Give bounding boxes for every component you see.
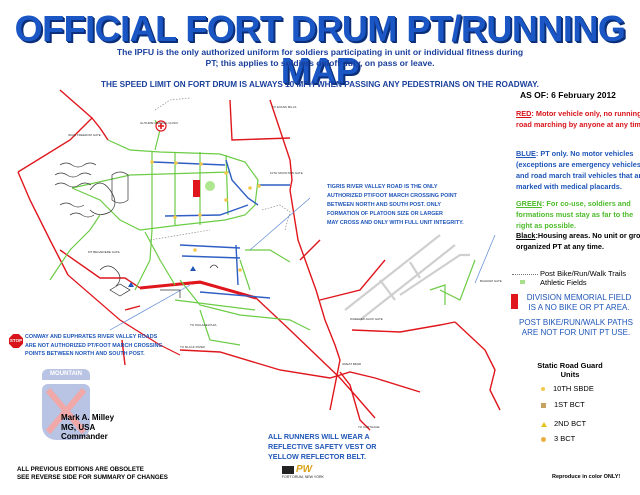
memorial-field-swatch (511, 294, 518, 309)
legend-green-key: GREEN (516, 199, 542, 208)
reflective-vest-note: ALL RUNNERS WILL WEAR A REFLECTIVE SAFET… (268, 432, 377, 462)
red-roads (17, 89, 501, 431)
legend-blue-text: : PT only. No motor vehicles (exceptions… (516, 149, 640, 191)
legend-green: GREEN: For co-use, soldiers and formatio… (516, 198, 640, 231)
tigris-line: BETWEEN NORTH AND SOUTH POST. ONLY (327, 202, 442, 208)
uniform-notice-line1: The IPFU is the only authorized uniform … (116, 47, 524, 57)
tigris-line: AUTHORIZED PT/FOOT MARCH CROSSING POINT (327, 193, 457, 199)
road-guard-label: 3 BCT (554, 434, 576, 443)
road-guard-label: 1ST BCT (554, 400, 585, 409)
reproduce-notice: Reproduce in color ONLY! (552, 474, 621, 480)
bagram-gate-label: BAGRAM GATE (480, 279, 502, 283)
star-icon (541, 387, 545, 392)
tigris-line: FORMATION OF PLATOON SIZE OR LARGER (327, 211, 443, 217)
legend-blue: BLUE: PT only. No motor vehicles (except… (516, 148, 640, 192)
legend-red-text: : Motor vehicle only, no running or road… (516, 109, 640, 129)
mountain-tab: MOUNTAIN (42, 369, 90, 380)
to-philadelphia-label: TO PHILADELPHIA (190, 323, 216, 327)
athletic-field-swatch (520, 280, 525, 284)
conway-line: ARE NOT AUTHORIZED PT/FOOT MARCH CROSSIN… (25, 342, 163, 349)
pw-logo: PW FORT DRUM, NEW YORK (282, 464, 348, 479)
division-memorial-field (193, 180, 200, 197)
iraqi-freedom-gate-label: IRAQI FREEDOM GATE (68, 133, 101, 137)
circle-icon (541, 436, 546, 442)
road-guard-label: 2ND BCT (554, 419, 587, 428)
footer-line2: SEE REVERSE SIDE FOR SUMMARY OF CHANGES (17, 474, 168, 481)
road-guard-markers (150, 160, 261, 272)
paths-line: POST BIKE/RUN/WALK PATHS (519, 318, 633, 327)
conway-line: CONWAY AND EUPHRATES RIVER VALLEY ROADS (25, 334, 158, 340)
athletic-field-label: Athletic Fields (540, 278, 587, 287)
tenth-mountain-gate-label: 10TH MOUNTAIN GATE (270, 171, 303, 175)
as-of-date: AS OF: 6 February 2012 (520, 90, 616, 100)
paths-line: ARE NOT FOR UNIT PT USE. (521, 328, 631, 337)
conway-line: POINTS BETWEEN NORTH AND SOUTH POST. (25, 351, 145, 357)
medical-clinic-icon (155, 120, 167, 132)
tigris-line: MAY CROSS AND ONLY WITH FULL UNIT INTEGR… (327, 220, 464, 226)
legend-green-text: : For co-use, soldiers and formations mu… (516, 199, 634, 230)
trail-legend-line (512, 274, 538, 275)
road-guard-title-line: Units (560, 370, 580, 379)
road-guard-10th: 10TH SBDE (541, 384, 594, 393)
commander-rank: MG, USA (61, 422, 96, 432)
blue-roads (152, 159, 290, 299)
conway-crossing-note: CONWAY AND EUPHRATES RIVER VALLEY ROADS … (25, 333, 163, 359)
road-guard-3bct: 3 BCT (541, 434, 575, 443)
runners-line: REFLECTIVE SAFETY VEST OR (268, 442, 377, 451)
logo-mark-icon (282, 466, 294, 474)
runners-line: YELLOW REFLECTOR BELT. (268, 452, 366, 461)
legend-black-text: :Housing areas. No unit or group organiz… (516, 231, 640, 251)
memorial-line: IS A NO BIKE OR PT AREA. (528, 303, 630, 312)
tigris-crossing-note: TIGRIS RIVER VALLEY ROAD IS THE ONLY AUT… (327, 183, 464, 228)
to-evans-mills-label: TO EVANS MILLS (272, 105, 296, 109)
page-title: OFFICIAL FORT DRUM PT/RUNNING MAP (14, 8, 626, 91)
road-guard-title: Static Road Guard Units (530, 361, 610, 379)
road-guard-label: 10TH SBDE (553, 384, 594, 393)
commander-name: Mark A. Milley (61, 413, 115, 422)
memorial-field-note: DIVISION MEMORIAL FIELD IS A NO BIKE OR … (518, 293, 640, 313)
logo-text: PW (296, 464, 313, 475)
legend-black-key: Black (516, 231, 536, 240)
great-bend-label: GREAT BEND (342, 362, 362, 366)
memorial-line: DIVISION MEMORIAL FIELD (526, 293, 632, 302)
square-icon (541, 402, 546, 408)
crossing-point-markers (128, 266, 196, 287)
triangle-icon (541, 421, 547, 427)
to-carthage-label: TO CARTHAGE (358, 425, 380, 429)
uniform-notice-line2: PT; this applies to soldiers on/off duty… (205, 58, 435, 68)
uniform-notice: The IPFU is the only authorized uniform … (60, 47, 580, 69)
legend-red: RED: Motor vehicle only, no running or r… (516, 108, 640, 130)
housing-areas (54, 162, 219, 298)
green-roads (49, 119, 476, 346)
belvedere-gate-label: MT BELVEDERE GATE (88, 250, 120, 254)
legend-black: Black:Housing areas. No unit or group or… (516, 230, 640, 252)
division-patch-icon (42, 384, 90, 440)
commander-role: Commander (61, 432, 108, 441)
wheeler-sack-gate-label: WHEELER-SACK GATE (350, 317, 383, 321)
road-guard-2nd: 2ND BCT (541, 419, 586, 428)
footer-notice: ALL PREVIOUS EDITIONS ARE OBSOLETE SEE R… (17, 466, 168, 482)
trail-legend-label: Post Bike/Run/Walk Trails (540, 269, 626, 278)
airfield (344, 234, 470, 321)
runners-line: ALL RUNNERS WILL WEAR A (268, 432, 370, 441)
stop-sign-icon: STOP (9, 334, 23, 348)
logo-subtext: FORT DRUM, NEW YORK (282, 475, 324, 479)
footer-line1: ALL PREVIOUS EDITIONS ARE OBSOLETE (17, 466, 144, 473)
road-guard-title-line: Static Road Guard (537, 361, 603, 370)
road-guard-1st: 1ST BCT (541, 400, 585, 409)
bike-trails (149, 97, 291, 241)
tigris-line: TIGRIS RIVER VALLEY ROAD IS THE ONLY (327, 184, 438, 190)
paths-note: POST BIKE/RUN/WALK PATHS ARE NOT FOR UNI… (512, 318, 640, 338)
to-black-river-label: TO BLACK RIVER (180, 345, 206, 349)
commander-signature: Mark A. Milley MG, USA Commander (61, 413, 114, 442)
clinic-label: GUTHRIE MEDICAL CLINIC (140, 121, 179, 125)
speed-limit-notice: THE SPEED LIMIT ON FORT DRUM IS ALWAYS 1… (101, 80, 539, 89)
legend-red-key: RED (516, 109, 532, 118)
legend-blue-key: BLUE (516, 149, 536, 158)
